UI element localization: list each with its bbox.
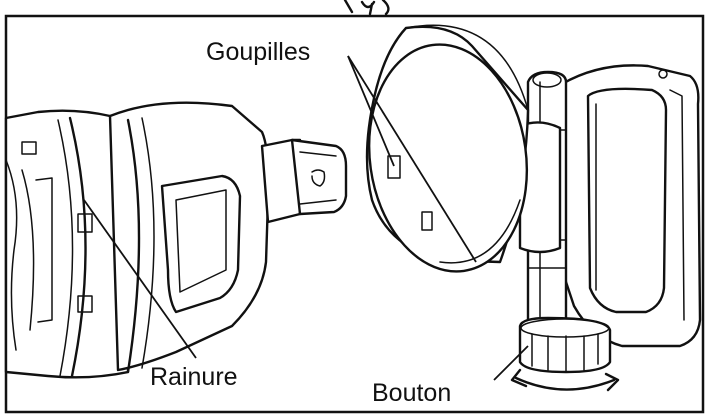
heading-fragment <box>343 0 390 16</box>
guard-handle-drawing <box>365 24 702 392</box>
label-groove: Rainure <box>150 363 238 391</box>
leader-pins-1 <box>347 55 395 167</box>
leader-groove <box>83 199 197 359</box>
tool-body-drawing <box>4 101 348 379</box>
leader-lines <box>83 55 529 381</box>
label-knob: Bouton <box>372 379 451 407</box>
leader-knob <box>493 345 529 381</box>
label-pins: Goupilles <box>206 38 310 66</box>
leader-pins-2 <box>347 55 477 263</box>
